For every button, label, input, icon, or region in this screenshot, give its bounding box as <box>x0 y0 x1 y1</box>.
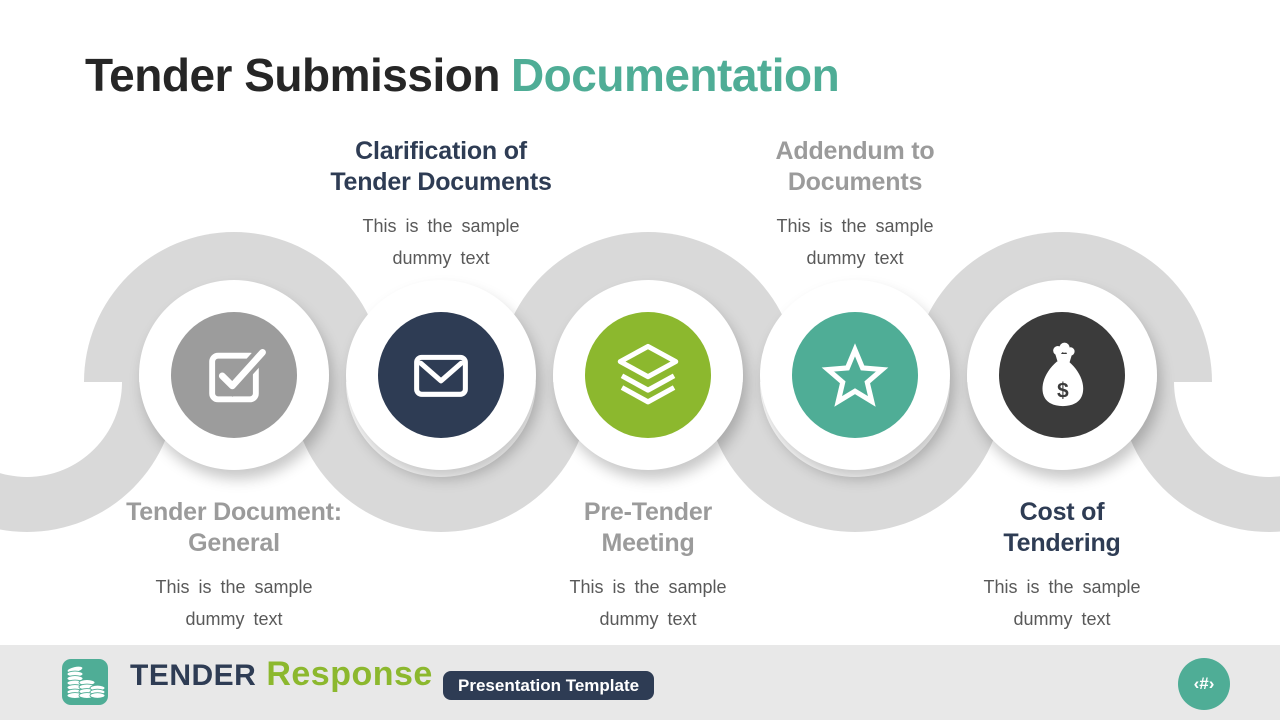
brand-wordmark: TENDER Response <box>130 655 433 694</box>
step3-heading: Pre-Tender Meeting <box>583 498 713 557</box>
step2-body: This is the sample dummy text <box>362 216 520 268</box>
brand-response: Response <box>266 655 433 693</box>
step5-body: This is the sample dummy text <box>983 577 1141 629</box>
svg-text:$: $ <box>1057 380 1069 403</box>
step4-body: This is the sample dummy text <box>776 216 934 268</box>
step4-label: Addendum to Documents This is the sample… <box>705 136 1005 274</box>
step4-circle <box>792 312 918 438</box>
money-bag-icon: $ <box>1042 342 1084 407</box>
step2-heading: Clarification of Tender Documents <box>330 137 552 196</box>
presentation-template-badge: Presentation Template <box>443 671 655 700</box>
slide-title-accent: Documentation <box>510 49 840 101</box>
footer-bar: TENDER Response Presentation Template ‹#› <box>0 645 1280 720</box>
checkbox-icon <box>209 347 269 403</box>
step1-heading: Tender Document: General <box>126 498 342 557</box>
step2-label: Clarification of Tender Documents This i… <box>291 136 591 274</box>
step5-circle: $ <box>999 312 1125 438</box>
step3-body: This is the sample dummy text <box>569 577 727 629</box>
envelope-icon <box>414 354 468 397</box>
step1-body: This is the sample dummy text <box>155 577 313 629</box>
layers-icon <box>617 343 679 405</box>
step5-label: Cost of Tendering This is the sample dum… <box>912 497 1212 635</box>
slide-title-dark: Tender Submission <box>85 49 500 101</box>
step2-circle <box>378 312 504 438</box>
step1-label: Tender Document: General This is the sam… <box>84 497 384 635</box>
step5-heading: Cost of Tendering <box>1003 498 1121 557</box>
step4-heading: Addendum to Documents <box>775 137 935 196</box>
wave-arc-right-edge <box>1119 382 1280 532</box>
step1-circle <box>171 312 297 438</box>
step3-label: Pre-Tender Meeting This is the sample du… <box>498 497 798 635</box>
step3-circle <box>585 312 711 438</box>
brand-tender: TENDER <box>130 659 257 692</box>
slide-number-badge: ‹#› <box>1178 658 1230 710</box>
star-icon <box>821 343 889 407</box>
coins-logo-icon <box>62 659 108 705</box>
